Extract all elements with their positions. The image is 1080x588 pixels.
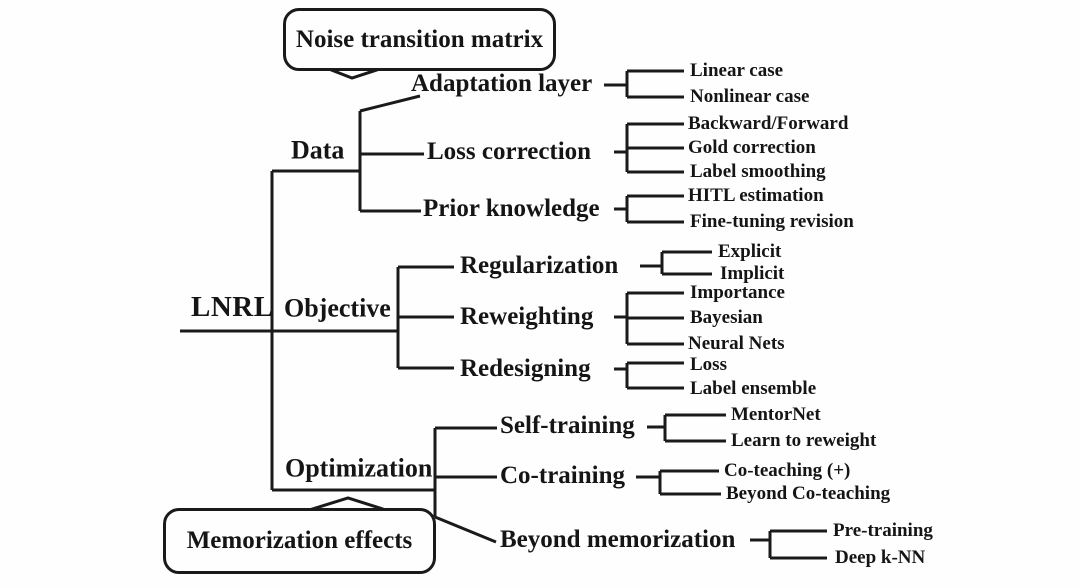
optimization-bracket	[433, 426, 497, 544]
leaf-deep-k-nn: Deep k-NN	[835, 547, 926, 569]
redesigning-children-bracket	[614, 361, 684, 390]
self-training-children-bracket	[647, 413, 726, 443]
callout-memorization-label: Memorization effects	[186, 527, 413, 554]
callout-memorization-effects: Memorization effects	[163, 508, 436, 574]
leaf-label-ensemble: Label ensemble	[690, 378, 817, 400]
leaf-backward-forward: Backward/Forward	[688, 113, 849, 135]
leaf-nonlinear-case: Nonlinear case	[690, 86, 810, 108]
branch-optimization: Optimization	[285, 453, 433, 483]
node-loss-correction: Loss correction	[427, 138, 592, 165]
leaf-label-smoothing: Label smoothing	[690, 161, 826, 183]
leaf-co-teaching-plus: Co-teaching (+)	[724, 460, 851, 482]
regularization-children-bracket	[640, 250, 712, 276]
leaf-gold-correction: Gold correction	[688, 137, 816, 159]
leaf-learn-to-reweight: Learn to reweight	[731, 430, 877, 452]
branch-objective: Objective	[284, 293, 391, 323]
leaf-mentornet: MentorNet	[731, 404, 821, 426]
leaf-importance: Importance	[690, 282, 785, 304]
node-reweighting: Reweighting	[460, 303, 594, 330]
callout-noise-label: Noise transition matrix	[295, 25, 544, 53]
leaf-beyond-co-teaching: Beyond Co-teaching	[726, 483, 891, 505]
node-self-training: Self-training	[500, 412, 635, 439]
node-adaptation-layer: Adaptation layer	[411, 70, 593, 97]
root-lnrl: LNRL	[191, 290, 274, 323]
leaf-hitl-estimation: HITL estimation	[688, 185, 824, 207]
node-redesigning: Redesigning	[460, 355, 591, 382]
callout-noise-transition-matrix: Noise transition matrix	[283, 8, 556, 71]
leaf-bayesian: Bayesian	[690, 307, 763, 329]
co-training-children-bracket	[636, 469, 721, 496]
adaptation-diagonal	[359, 94, 421, 113]
loss-correction-children-bracket	[614, 122, 684, 174]
adaptation-children-bracket	[604, 69, 684, 99]
leaf-pre-training: Pre-training	[833, 520, 933, 542]
node-prior-knowledge: Prior knowledge	[423, 195, 600, 222]
node-regularization: Regularization	[460, 252, 619, 279]
node-beyond-memorization: Beyond memorization	[500, 526, 736, 553]
data-bracket	[358, 111, 424, 213]
prior-knowledge-children-bracket	[614, 194, 684, 224]
node-co-training: Co-training	[500, 462, 625, 489]
branch-data: Data	[291, 135, 345, 165]
reweighting-children-bracket	[614, 291, 684, 346]
beyond-memorization-children-bracket	[750, 529, 827, 560]
objective-bracket	[396, 265, 454, 370]
leaf-loss: Loss	[690, 354, 727, 376]
leaf-neural-nets: Neural Nets	[688, 333, 785, 355]
leaf-explicit: Explicit	[718, 241, 782, 263]
leaf-implicit: Implicit	[720, 263, 785, 285]
memorization-callout-tail	[305, 496, 387, 513]
leaf-linear-case: Linear case	[690, 60, 784, 82]
leaf-fine-tuning-revision: Fine-tuning revision	[690, 211, 854, 233]
